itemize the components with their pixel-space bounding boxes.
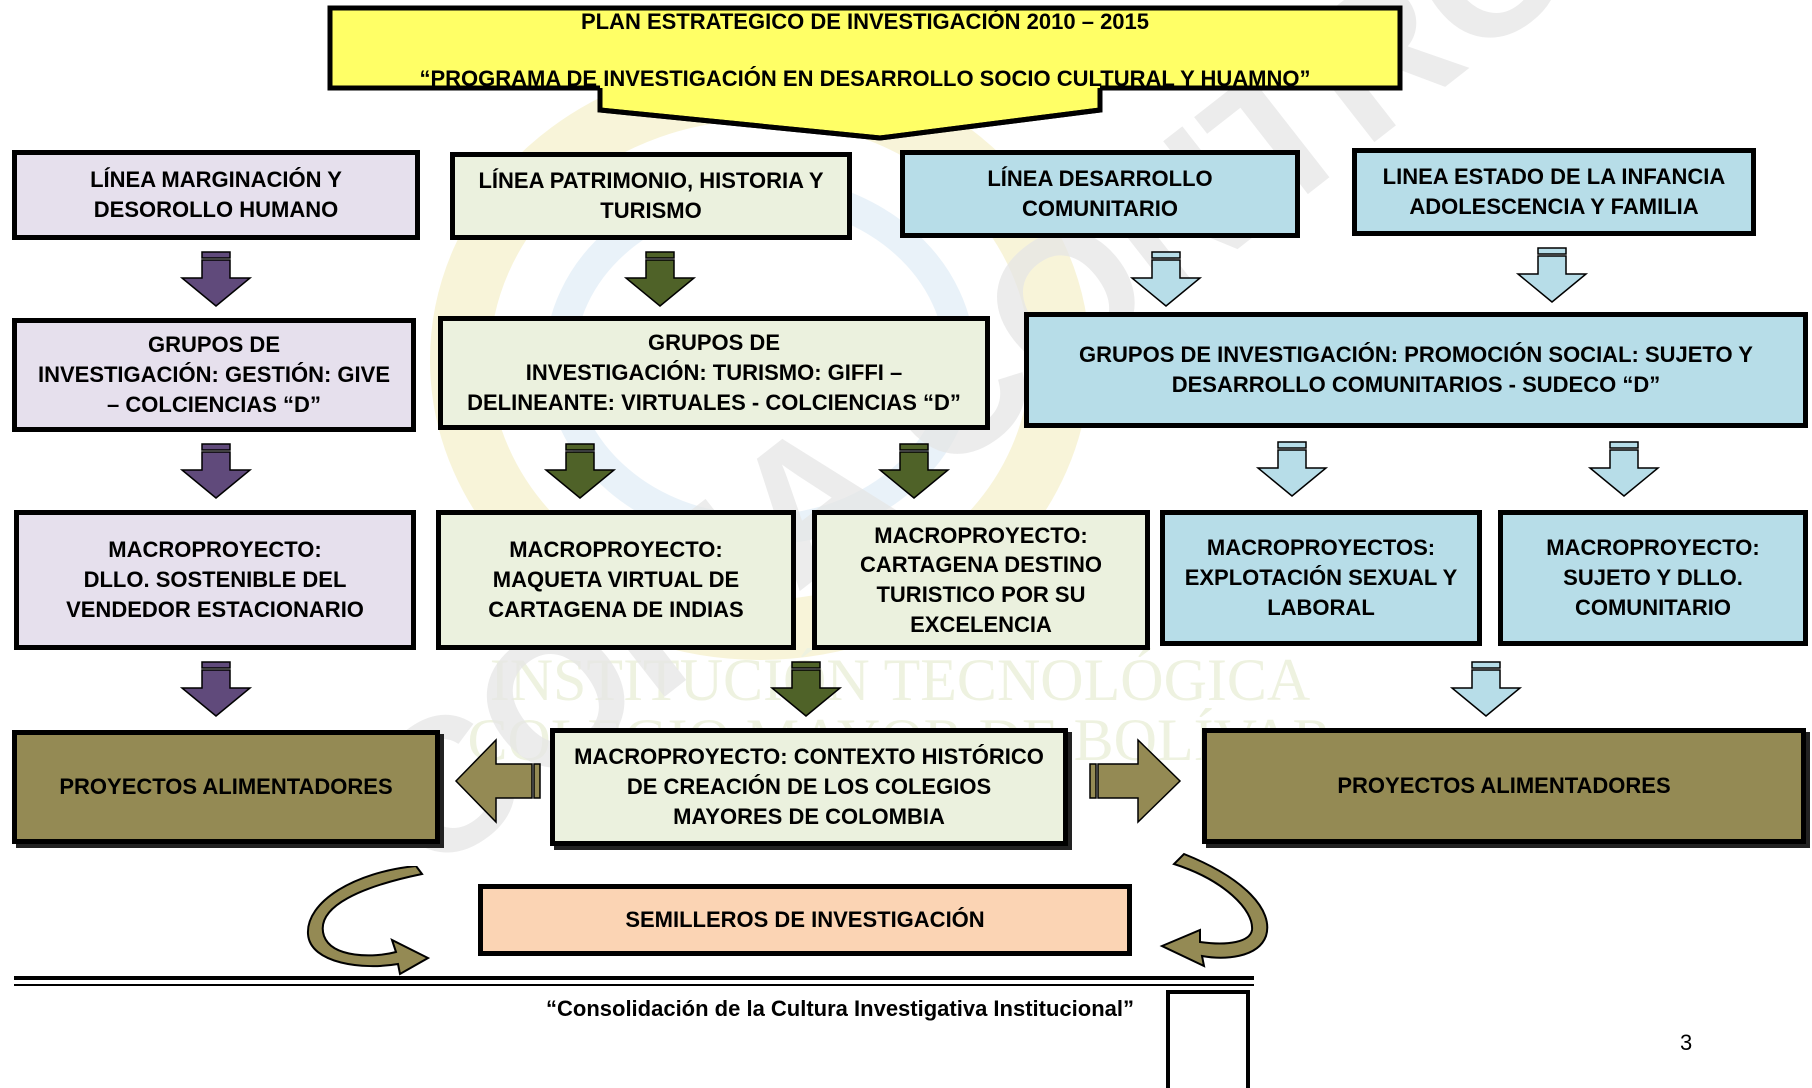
footer-rule-thick <box>14 976 1254 980</box>
line-infancia: LINEA ESTADO DE LA INFANCIA ADOLESCENCIA… <box>1352 148 1756 236</box>
header-line1: PLAN ESTRATEGICO DE INVESTIGACIÓN 2010 –… <box>580 9 1150 35</box>
down-arrow-green-1 <box>623 251 697 307</box>
down-arrow-blue-5 <box>1449 661 1523 717</box>
down-arrow-purple-2 <box>179 443 253 499</box>
group-turismo: GRUPOS DE INVESTIGACIÓN: TURISMO: GIFFI … <box>438 316 990 430</box>
line-patrimonio: LÍNEA PATRIMONIO, HISTORIA Y TURISMO <box>450 152 852 240</box>
down-arrow-green-2 <box>543 443 617 499</box>
line-desarrollo: LÍNEA DESARROLLO COMUNITARIO <box>900 150 1300 238</box>
down-arrow-blue-3 <box>1255 441 1329 497</box>
down-arrow-blue-1 <box>1129 251 1203 307</box>
curved-arrow-right <box>1159 852 1269 968</box>
page-number: 3 <box>1680 1030 1693 1055</box>
line-marginacion: LÍNEA MARGINACIÓN Y DESOROLLO HUMANO <box>12 150 420 240</box>
header-line2: “PROGRAMA DE INVESTIGACIÓN EN DESARROLLO… <box>419 66 1311 92</box>
macro-explotacion: MACROPROYECTOS: EXPLOTACIÓN SEXUAL Y LAB… <box>1160 510 1482 646</box>
down-arrow-purple-3 <box>179 661 253 717</box>
group-promocion: GRUPOS DE INVESTIGACIÓN: PROMOCIÓN SOCIA… <box>1024 312 1808 428</box>
macro-sujeto: MACROPROYECTO: SUJETO Y DLLO. COMUNITARI… <box>1498 510 1808 646</box>
footer-box <box>1166 990 1250 1088</box>
header-arrow-shape <box>327 5 1403 141</box>
header-title: PLAN ESTRATEGICO DE INVESTIGACIÓN 2010 –… <box>335 9 1395 91</box>
footer-text: “Consolidación de la Cultura Investigati… <box>546 996 1134 1021</box>
footer-rule-thin <box>14 984 1254 986</box>
left-arrow-olive <box>454 738 541 824</box>
macro-contexto: MACROPROYECTO: CONTEXTO HISTÓRICO DE CRE… <box>550 728 1068 846</box>
macro-destino: MACROPROYECTO: CARTAGENA DESTINO TURISTI… <box>812 510 1150 650</box>
down-arrow-green-3 <box>877 443 951 499</box>
group-gestion: GRUPOS DE INVESTIGACIÓN: GESTIÓN: GIVE –… <box>12 318 416 432</box>
semilleros: SEMILLEROS DE INVESTIGACIÓN <box>478 884 1132 956</box>
down-arrow-blue-4 <box>1587 441 1661 497</box>
down-arrow-blue-2 <box>1515 247 1589 303</box>
curved-arrow-left <box>306 866 431 976</box>
macro-maqueta: MACROPROYECTO: MAQUETA VIRTUAL DE CARTAG… <box>436 510 796 650</box>
right-arrow-olive <box>1089 738 1182 824</box>
proyectos-alimentadores-right: PROYECTOS ALIMENTADORES <box>1202 728 1806 844</box>
down-arrow-green-4 <box>769 661 843 717</box>
watermark-line1: INSTITUCIÓN TECNOLÓGICA <box>490 647 1311 713</box>
proyectos-alimentadores-left: PROYECTOS ALIMENTADORES <box>12 730 440 844</box>
down-arrow-purple-1 <box>179 251 253 307</box>
macro-vendedor: MACROPROYECTO: DLLO. SOSTENIBLE DEL VEND… <box>14 510 416 650</box>
